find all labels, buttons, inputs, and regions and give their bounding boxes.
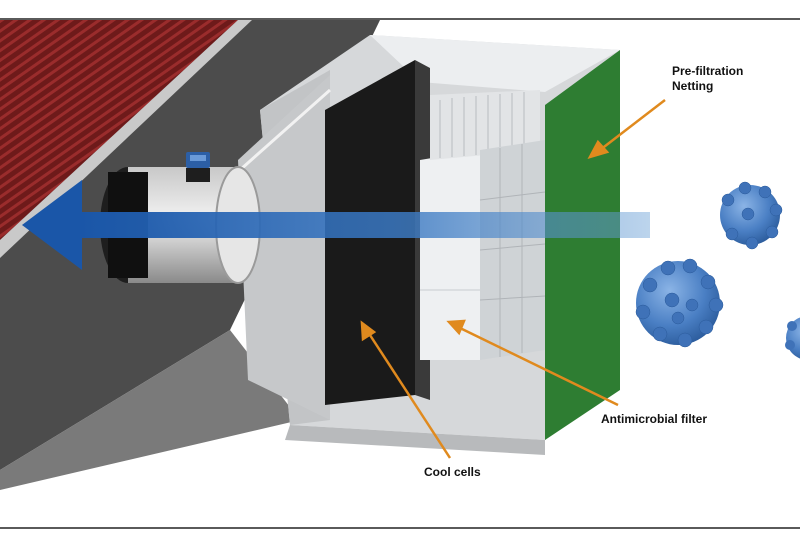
- bottom-border: [0, 527, 800, 529]
- prefiltration-label-line2: Netting: [672, 79, 714, 93]
- duct-floor: [0, 330, 300, 490]
- prefiltration-netting: [545, 50, 620, 440]
- filter-pleats: [439, 92, 525, 158]
- callout-coolcells: [366, 331, 452, 459]
- callout-antimicrobial: [459, 326, 619, 407]
- callout-coolcells-head: [360, 320, 377, 342]
- callout-antimicrobial-head: [446, 319, 466, 336]
- microbe-partial: [785, 317, 800, 359]
- callout-prefiltration: [599, 99, 666, 151]
- hopper-cone: [238, 75, 330, 420]
- bottom-panel: [0, 490, 800, 533]
- callout-arrows: [360, 99, 666, 459]
- housing-bottom-edge: [285, 425, 545, 455]
- airflow-arrow-shaft: [80, 212, 650, 238]
- microbe-large: [635, 258, 724, 348]
- antimicrobial-filter: [420, 150, 480, 360]
- microbe-medium: [720, 181, 783, 250]
- callout-prefiltration-head: [587, 139, 610, 160]
- airflow-arrow-head: [22, 180, 82, 270]
- antimicrobial-label: Antimicrobial filter: [601, 412, 708, 426]
- coolcells-label: Cool cells: [424, 465, 481, 479]
- filter-grid: [480, 140, 545, 360]
- top-border: [0, 0, 800, 20]
- housing-top: [370, 35, 620, 92]
- prefiltration-label-line1: Pre-filtration: [672, 64, 744, 78]
- prefiltration-label: Pre-filtration Netting: [672, 64, 782, 94]
